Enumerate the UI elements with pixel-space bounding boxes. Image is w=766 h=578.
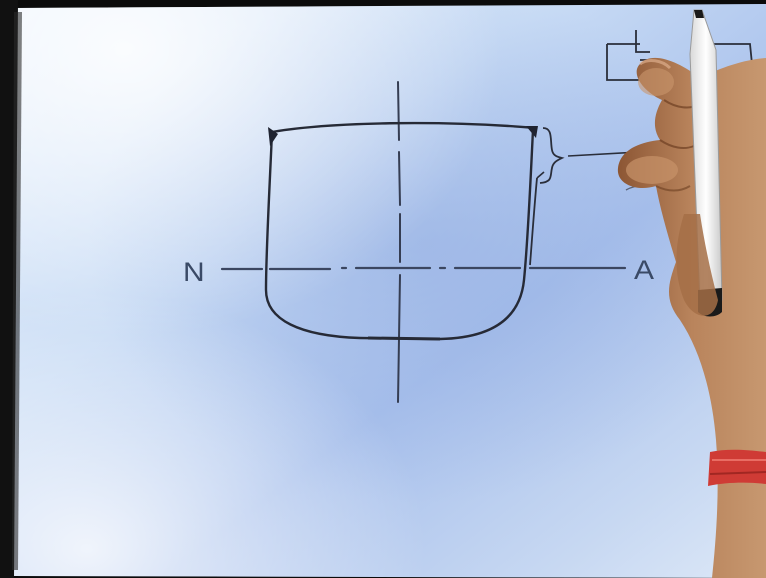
vertical-axis-line (397, 81, 401, 403)
bottom-flange-line (367, 336, 441, 341)
neutral-axis-line (220, 266, 627, 271)
corner-mark-left (268, 127, 278, 146)
corner-mark-right (526, 126, 538, 138)
inner-wall-line (529, 177, 538, 266)
axis-label-a: A (634, 255, 655, 286)
wristband (708, 449, 766, 486)
thumb (676, 214, 718, 316)
top-right-sketch (606, 30, 753, 81)
dimension-brace (539, 127, 565, 184)
axis-label-n: N (183, 257, 205, 288)
hand-icon (617, 57, 766, 578)
